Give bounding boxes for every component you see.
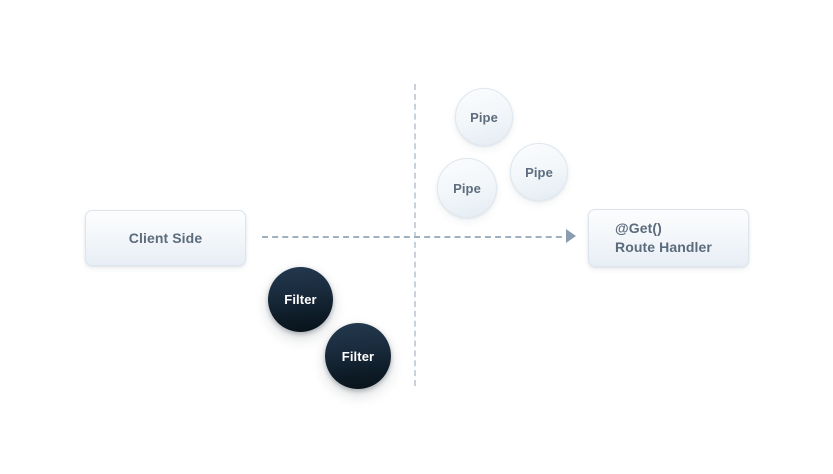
- pipe-label: Pipe: [525, 164, 553, 180]
- filter-label: Filter: [284, 292, 317, 307]
- client-side-label: Client Side: [128, 229, 203, 246]
- pipe-label: Pipe: [453, 180, 481, 196]
- pipe-node-3[interactable]: Pipe: [437, 158, 497, 218]
- pipe-node-1[interactable]: Pipe: [455, 88, 513, 146]
- filter-label: Filter: [341, 348, 375, 364]
- route-handler-label: Route Handler: [615, 239, 712, 255]
- filter-node-1[interactable]: Filter: [268, 267, 333, 332]
- filter-node-2[interactable]: Filter: [325, 323, 391, 389]
- pipe-label: Pipe: [470, 109, 498, 125]
- pipe-node-2[interactable]: Pipe: [510, 143, 568, 201]
- vertical-dashed-axis: [414, 84, 416, 386]
- request-flow-dashed-arrow-line: [262, 236, 572, 238]
- client-side-node[interactable]: Client Side: [85, 210, 246, 266]
- arrowhead-icon: [566, 229, 576, 243]
- route-handler-decorator: @Get(): [615, 220, 662, 236]
- route-handler-node[interactable]: @Get() Route Handler: [588, 209, 749, 267]
